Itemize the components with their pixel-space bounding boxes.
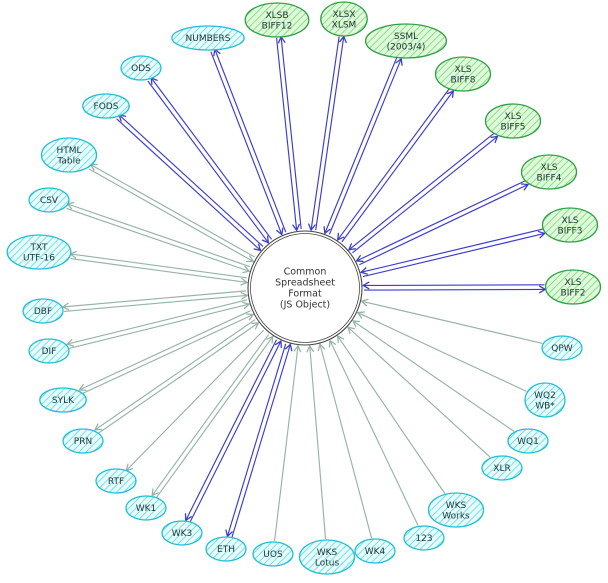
node-label-wq1: WQ1 <box>517 437 539 447</box>
node-dbf: DBF <box>22 298 64 324</box>
edge-txt-utf16 <box>71 254 247 282</box>
node-label-numbers: NUMBERS <box>186 34 231 44</box>
node-qpw: QPW <box>541 335 583 361</box>
edge-dif <box>68 299 248 349</box>
node-label-sylk: SYLK <box>52 396 75 406</box>
node-wq1: WQ1 <box>507 428 549 454</box>
node-rtf: RTF <box>95 468 137 494</box>
node-label-uos: UOS <box>263 550 283 560</box>
node-label-n123: 123 <box>415 534 432 544</box>
edge-csv <box>67 204 250 271</box>
node-eth: ETH <box>205 536 247 562</box>
node-label-eth: ETH <box>217 545 235 555</box>
edge-wks-lotus <box>310 347 327 540</box>
edge-ssml <box>325 57 401 235</box>
node-label-qpw: QPW <box>551 344 573 354</box>
edge-xlsx <box>311 37 343 230</box>
node-label-xlr: XLR <box>493 464 510 474</box>
edge-xls-biff4 <box>357 180 527 266</box>
edge-uos <box>273 347 298 542</box>
edge-xls-biff2 <box>364 285 545 290</box>
edge-xls-biff8 <box>338 88 453 243</box>
node-wk1: WK1 <box>125 495 167 521</box>
edge-sylk <box>80 310 252 395</box>
edge-wk4 <box>320 345 373 539</box>
node-numbers: NUMBERS <box>171 25 245 51</box>
node-xlr: XLR <box>481 455 523 481</box>
node-label-csv: CSV <box>40 196 59 206</box>
edge-dbf <box>64 290 247 313</box>
node-ods: ODS <box>120 55 162 81</box>
node-sylk: SYLK <box>39 387 87 413</box>
node-label-wk4: WK4 <box>365 547 386 557</box>
edge-html-table <box>88 165 256 261</box>
node-label-fods: FODS <box>94 102 119 112</box>
edges <box>64 37 545 542</box>
node-label-dif: DIF <box>42 347 57 357</box>
node-label-prn: PRN <box>74 437 92 447</box>
edge-prn <box>96 319 258 434</box>
edge-xls-biff5 <box>350 132 497 254</box>
edge-wq1 <box>354 321 515 432</box>
node-label-ods: ODS <box>131 64 151 74</box>
node-dif: DIF <box>28 338 70 364</box>
edge-wks-works <box>338 337 446 494</box>
node-label-rtf: RTF <box>108 477 124 487</box>
edge-fods <box>116 115 264 249</box>
node-uos: UOS <box>252 541 294 567</box>
edge-rtf <box>127 329 265 470</box>
node-prn: PRN <box>62 428 104 454</box>
edge-n123 <box>330 341 419 526</box>
node-ssml: SSML(2003/4) <box>364 23 448 59</box>
edge-numbers <box>210 50 287 234</box>
node-csv: CSV <box>28 187 70 213</box>
node-wk4: WK4 <box>354 538 396 564</box>
node-fods: FODS <box>82 93 130 119</box>
edge-xls-biff3 <box>362 228 544 278</box>
node-wk3: WK3 <box>161 520 203 546</box>
edge-eth <box>228 344 290 537</box>
edge-qpw <box>362 301 543 344</box>
edge-wq2-wb <box>358 313 527 392</box>
node-n123: 123 <box>403 525 445 551</box>
node-label-wk3: WK3 <box>172 529 193 539</box>
node-label-dbf: DBF <box>34 307 52 317</box>
edge-xlsb <box>276 38 302 230</box>
edge-wk1 <box>153 334 273 498</box>
edge-ods <box>147 78 273 242</box>
node-label-ssml: SSML(2003/4) <box>387 32 426 53</box>
edge-xlr <box>349 328 491 458</box>
node-label-wk1: WK1 <box>136 504 157 514</box>
edge-wk3 <box>186 339 280 522</box>
